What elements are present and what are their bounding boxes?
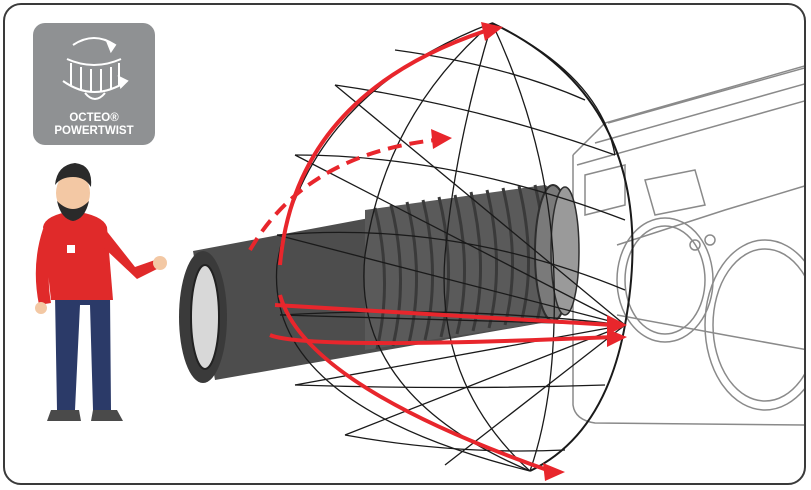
illustration-frame: OCTEO® POWERTWIST [3, 3, 806, 485]
arrow-bottom [278, 294, 551, 473]
rotation-arrows [248, 29, 614, 473]
octeo-powertwist-badge: OCTEO® POWERTWIST [33, 23, 155, 145]
hemisphere-wireframe [275, 22, 634, 472]
duct-hose [179, 184, 580, 383]
arrow-center [274, 303, 614, 327]
presenter-character [35, 163, 167, 421]
badge-title-line1: OCTEO® [69, 112, 119, 124]
scene-illustration [35, 22, 804, 481]
badge-title-line2: POWERTWIST [54, 125, 134, 137]
twist-rotation-icon [62, 37, 129, 100]
arrow-top [278, 29, 486, 266]
arrow-lower-center [269, 333, 614, 346]
arrow-heads [431, 22, 627, 481]
ventilation-unit [572, 65, 804, 426]
arrow-dashed [248, 138, 436, 252]
